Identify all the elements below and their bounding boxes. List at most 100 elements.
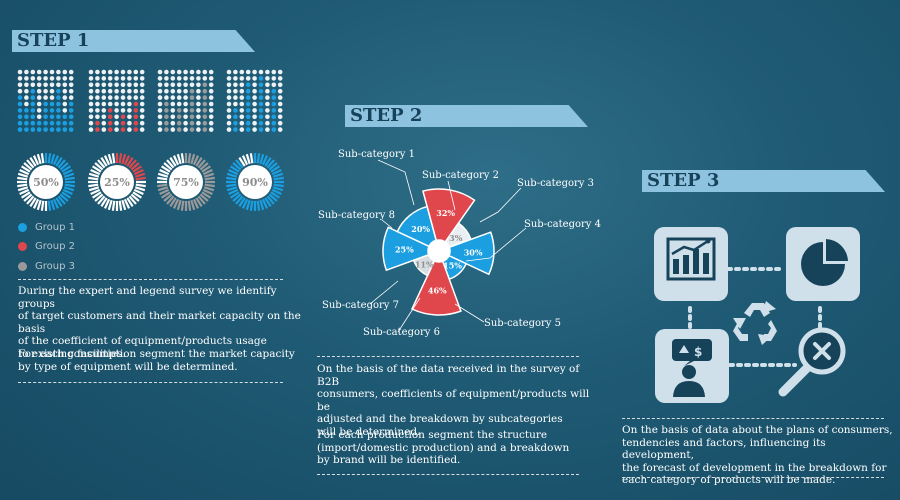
matrix-dot <box>208 88 214 94</box>
matrix-dot <box>258 120 264 126</box>
matrix-dot <box>271 120 277 126</box>
step3-divider-bottom <box>622 477 884 478</box>
matrix-dot <box>17 127 23 132</box>
matrix-dot <box>101 127 107 132</box>
gauge-tick <box>228 168 239 176</box>
gauge-tick <box>92 191 102 199</box>
matrix-dot <box>30 76 36 81</box>
gauge-tick <box>163 193 173 202</box>
gauge-tick <box>259 199 265 211</box>
subcategory-sector-7 <box>382 226 431 272</box>
matrix-dot <box>43 82 48 88</box>
gauge-tick <box>107 199 113 211</box>
matrix-dot <box>157 127 163 132</box>
gauge-tick <box>63 172 75 178</box>
gauge-tick <box>40 200 45 211</box>
matrix-dot <box>245 76 251 81</box>
matrix-dot <box>252 82 257 88</box>
gauge-tick <box>123 155 131 166</box>
gauge-tick <box>61 165 71 173</box>
matrix-dot <box>127 120 132 126</box>
gauge-tick <box>264 157 272 167</box>
step2-text-1: On the basis of the data received in the… <box>317 363 590 438</box>
subcategory-value-4: 15% <box>443 261 462 271</box>
matrix-dot <box>62 101 68 107</box>
matrix-dot <box>56 88 61 94</box>
gauge-tick <box>32 155 40 166</box>
gauge-tick <box>40 153 45 164</box>
gauge-tick <box>169 157 177 167</box>
matrix-dot <box>114 76 119 81</box>
gauge-tick <box>103 198 111 209</box>
gauge-tick <box>268 193 278 202</box>
matrix-dot <box>36 69 42 75</box>
matrix-dot <box>196 114 201 120</box>
matrix-dot <box>271 108 277 113</box>
matrix-dot <box>183 120 188 126</box>
legend-item-group-2: Group 2 <box>18 241 75 252</box>
matrix-dot <box>133 108 139 113</box>
matrix-dot <box>120 88 126 94</box>
matrix-dot <box>196 88 201 94</box>
dot-matrix-2 <box>88 69 145 132</box>
gauge-tick <box>19 188 30 196</box>
step3-title: STEP 3 <box>647 170 720 191</box>
matrix-dot <box>208 120 214 126</box>
matrix-dot <box>164 69 169 75</box>
gauge-tick <box>235 195 244 205</box>
matrix-dot <box>24 114 29 120</box>
matrix-dot <box>95 82 100 88</box>
matrix-dot <box>114 82 119 88</box>
subcategory-label-6: Sub-category 6 <box>363 327 440 338</box>
matrix-dot <box>120 114 126 120</box>
matrix-dot <box>208 82 214 88</box>
matrix-dot <box>101 95 107 100</box>
matrix-dot <box>239 88 245 94</box>
matrix-dot <box>271 69 277 75</box>
matrix-dot <box>277 76 283 81</box>
matrix-dot <box>176 76 182 81</box>
gauge-tick <box>195 157 203 167</box>
leader-line-3 <box>479 187 522 223</box>
gauge-tick <box>128 195 137 205</box>
matrix-dot <box>189 127 195 132</box>
matrix-dot <box>88 108 94 113</box>
matrix-dot <box>101 114 107 120</box>
matrix-dot <box>202 76 208 81</box>
gauge-tick <box>245 153 251 165</box>
matrix-dot <box>43 95 48 100</box>
matrix-dot <box>139 108 145 113</box>
matrix-dot <box>62 95 68 100</box>
gauge-tick <box>161 165 171 173</box>
matrix-dot <box>271 76 277 81</box>
gauge-tick <box>192 198 200 209</box>
matrix-dot <box>107 69 113 75</box>
matrix-dot <box>62 82 68 88</box>
matrix-dot <box>183 82 188 88</box>
gauge-center <box>29 165 63 199</box>
matrix-dot <box>56 101 61 107</box>
matrix-dot <box>30 82 36 88</box>
matrix-dot <box>43 127 48 132</box>
leader-line-2 <box>447 180 456 211</box>
step2-title: STEP 2 <box>350 105 423 126</box>
matrix-dot <box>258 69 264 75</box>
dot-matrix-1 <box>17 69 74 132</box>
gauge-tick <box>47 153 52 164</box>
matrix-dot <box>189 95 195 100</box>
matrix-dot <box>252 101 257 107</box>
matrix-dot <box>88 120 94 126</box>
gauge-tick <box>226 186 238 192</box>
matrix-dot <box>202 95 208 100</box>
matrix-dot <box>68 88 74 94</box>
subcategory-label-2: Sub-category 2 <box>422 170 499 181</box>
gauge-tick <box>21 191 31 199</box>
matrix-dot <box>95 88 100 94</box>
matrix-dot <box>258 114 264 120</box>
matrix-dot <box>107 127 113 132</box>
matrix-dot <box>127 114 132 120</box>
matrix-dot <box>30 101 36 107</box>
matrix-dot <box>133 76 139 81</box>
matrix-dot <box>49 82 55 88</box>
